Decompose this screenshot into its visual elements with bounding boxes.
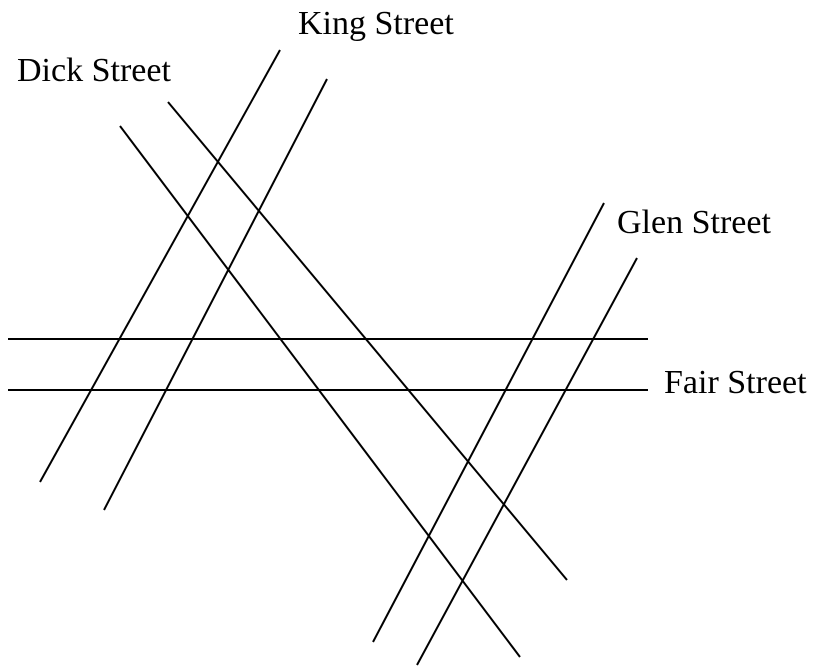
king-street-label: King Street xyxy=(298,5,454,42)
king-street xyxy=(39,49,328,511)
glen-street xyxy=(372,202,638,666)
king-street-line-2 xyxy=(103,78,328,511)
glen-street-line-2 xyxy=(416,257,638,666)
king-street-line-1 xyxy=(39,49,281,483)
fair-street-label: Fair Street xyxy=(664,364,807,401)
dick-street-line-1 xyxy=(119,125,521,658)
dick-street xyxy=(119,101,568,658)
fair-street xyxy=(8,338,648,391)
dick-street-label: Dick Street xyxy=(17,52,171,89)
glen-street-line-1 xyxy=(372,202,605,643)
dick-street-line-2 xyxy=(167,101,568,581)
glen-street-label: Glen Street xyxy=(617,204,771,241)
